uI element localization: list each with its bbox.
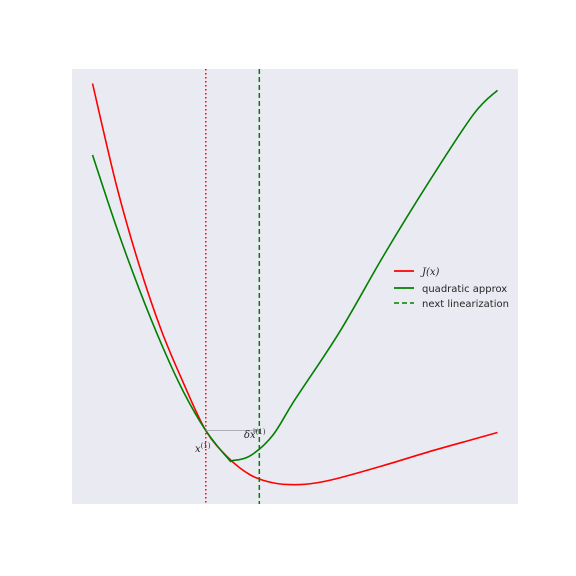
legend: J(x) quadratic approx next linearization: [394, 267, 509, 310]
delta-x1-annotation: δx(1): [244, 428, 266, 441]
delta-x-arrowhead: [253, 428, 260, 434]
annotations: x(1) δx(1): [195, 428, 266, 455]
x1-annotation: x(1): [195, 442, 211, 455]
legend-label-quadratic: quadratic approx: [422, 284, 507, 295]
series-lines: [91, 69, 499, 504]
series-line-quadratic-approx: [91, 89, 499, 463]
legend-label-linearization: next linearization: [422, 299, 509, 310]
series-line-jx: [91, 83, 498, 486]
legend-label-jx: J(x): [420, 267, 440, 278]
